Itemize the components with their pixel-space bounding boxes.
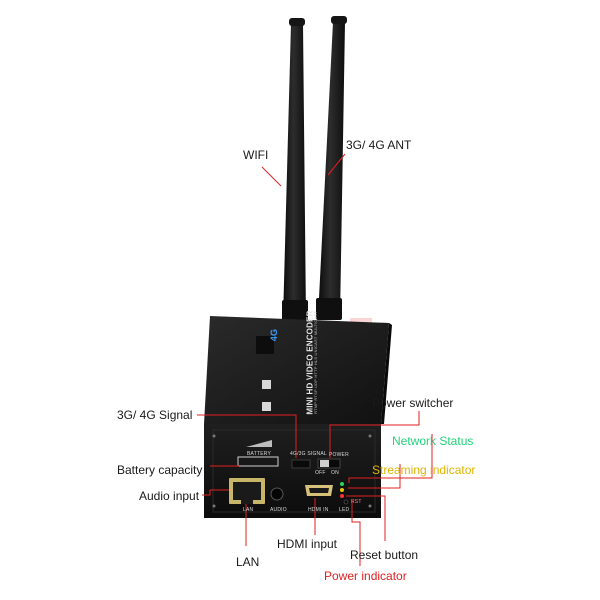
callout-signal: 3G/ 4G Signal: [117, 408, 193, 422]
ethernet-port-icon: [229, 478, 265, 504]
callout-wifi: WIFI: [243, 148, 269, 162]
device-badge: 4G: [269, 328, 280, 342]
panel-rst-label: RST: [351, 499, 362, 505]
panel-hdmi-label: HDMI IN: [308, 507, 329, 513]
callout-streaming-indicator: Streaming indicator: [372, 463, 476, 477]
panel-off-label: OFF: [315, 470, 326, 476]
panel-audio-label: AUDIO: [270, 507, 287, 513]
device-top-subtitle: RTMP RTSP UDP HTTP HLS UNICAST MULTICAST: [312, 311, 318, 414]
encoder-device: [204, 316, 392, 518]
callout-battery-capacity: Battery capacity: [117, 463, 203, 477]
panel-lan-label: LAN: [243, 507, 254, 513]
panel-signal-label: 4G/3G SIGNAL: [290, 451, 327, 457]
panel-power-label: POWER: [329, 452, 349, 458]
callout-power-switcher: Power switcher: [372, 396, 454, 410]
power-led: [340, 494, 344, 498]
panel-on-label: ON: [331, 470, 339, 476]
ant-antenna-icon: [316, 16, 347, 320]
streaming-led: [340, 488, 344, 492]
network-led: [340, 482, 344, 486]
hdmi-port-icon: [305, 485, 333, 496]
callout-hdmi-input: HDMI input: [277, 537, 338, 551]
callout-leader-lines: [197, 153, 433, 566]
panel-led-label: LED: [339, 507, 350, 513]
panel-battery-label: BATTERY: [247, 451, 271, 457]
callout-lan: LAN: [236, 555, 260, 569]
wifi-antenna-icon: [282, 18, 308, 322]
callout-network-status: Network Status: [392, 434, 474, 448]
callout-power-indicator: Power indicator: [324, 569, 407, 583]
callout-ant: 3G/ 4G ANT: [346, 138, 412, 152]
callout-audio-input: Audio input: [139, 489, 200, 503]
callout-reset-button: Reset button: [350, 548, 419, 562]
